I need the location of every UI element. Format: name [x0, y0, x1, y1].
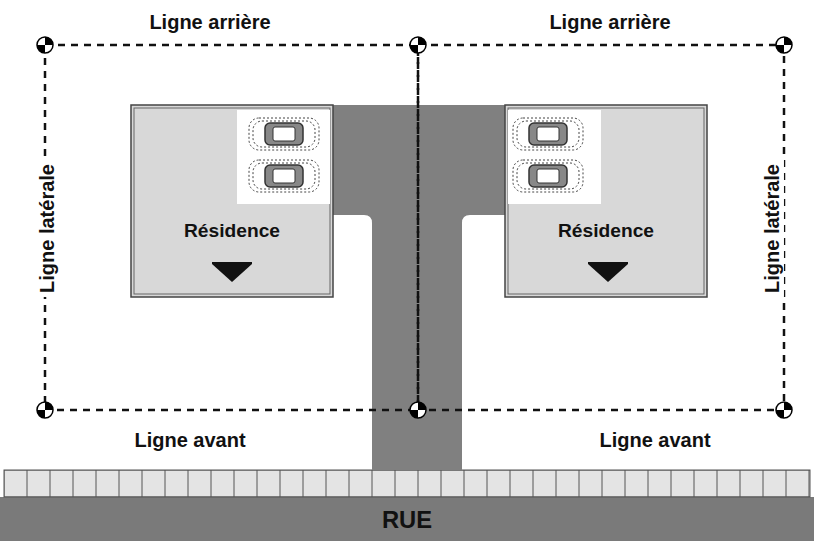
node-label: Résidence — [505, 220, 707, 242]
side-line-label: Ligne latérale — [36, 160, 59, 297]
sidewalk — [4, 470, 810, 497]
front-line-label: Ligne avant — [595, 429, 714, 452]
corner-markers — [37, 37, 792, 418]
street-band: RUE — [0, 497, 814, 541]
street — [0, 497, 814, 541]
residence-box: Résidence — [131, 105, 333, 297]
node-label: RUE — [0, 506, 814, 534]
residence-left — [131, 105, 333, 297]
lot-lines — [45, 45, 784, 410]
front-line-label: Ligne avant — [130, 429, 249, 452]
rear-line-label: Ligne arrière — [545, 11, 674, 34]
residence-right — [505, 105, 707, 297]
rear-line-label: Ligne arrière — [145, 11, 274, 34]
side-line-label: Ligne latérale — [761, 160, 784, 297]
node-label: Résidence — [131, 220, 333, 242]
residence-box: Résidence — [505, 105, 707, 297]
